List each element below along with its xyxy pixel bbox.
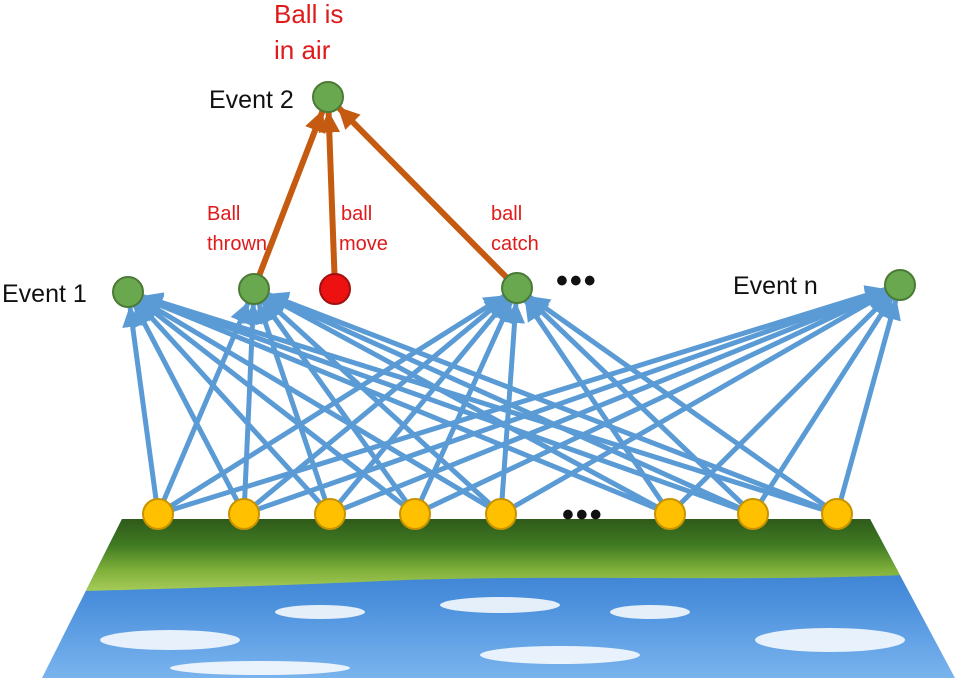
- event-n-node: [884, 269, 916, 301]
- observation-node: [821, 498, 853, 530]
- observation-to-event-arrow: [140, 295, 673, 517]
- event-n-label: Event n: [733, 272, 818, 300]
- subevent-to-event-2-arrow: [336, 105, 520, 291]
- observation-to-event-arrow: [667, 293, 892, 517]
- ball-catch-label-line2: catch: [491, 233, 539, 255]
- ball-thrown-node: [238, 273, 270, 305]
- observation-node: [314, 498, 346, 530]
- events-ellipsis: •••: [556, 262, 598, 300]
- ground-image: [42, 519, 955, 678]
- observation-to-event-arrow: [155, 285, 888, 517]
- observation-to-event-arrow: [136, 301, 333, 517]
- ball-move-label-line2: move: [339, 233, 388, 255]
- observation-to-event-arrow: [155, 301, 251, 517]
- ball-move-label-line1: ball: [341, 203, 372, 225]
- observation-nodes: [142, 498, 853, 530]
- event-nodes: [112, 81, 916, 308]
- observation-to-event-arrow: [498, 290, 889, 517]
- subevent-to-event-2-arrow: [318, 110, 341, 292]
- ball-in-air-label-line2: in air: [274, 35, 331, 65]
- ball-in-air-label-line1: Ball is: [274, 0, 343, 29]
- observation-node: [142, 498, 174, 530]
- observation-to-event-arrow: [266, 291, 840, 517]
- ball-catch-label-line1: ball: [491, 203, 522, 225]
- observation-to-event-arrow: [750, 296, 894, 517]
- observation-to-event-arrow: [122, 305, 161, 517]
- grass-area: [42, 519, 955, 592]
- observation-to-event-arrow: [241, 302, 263, 517]
- ball-thrown-label-line1: Ball: [207, 203, 240, 225]
- subevent-to-event-2-arrow: [251, 108, 326, 292]
- observation-to-event-arrow: [327, 288, 888, 517]
- observation-to-event-arrow: [412, 289, 888, 517]
- ball-catch-node: [501, 272, 533, 304]
- observation-to-event-arrow: [138, 299, 418, 517]
- observation-to-event-arrow: [266, 293, 756, 517]
- observation-to-event-arrow: [140, 292, 840, 517]
- observation-to-event-arrow: [527, 294, 840, 517]
- observation-node: [399, 498, 431, 530]
- observation-to-event-arrow: [241, 295, 508, 517]
- observation-to-event-arrow: [265, 294, 673, 517]
- observation-to-event-arrow: [241, 286, 888, 517]
- observation-to-event-arrow: [140, 293, 756, 517]
- observation-node: [654, 498, 686, 530]
- observation-to-event-arrow: [155, 294, 506, 517]
- event-2-label: Event 2: [209, 86, 294, 114]
- observation-node: [228, 498, 260, 530]
- orange-arrow-layer: [251, 105, 520, 292]
- event-2-node: [312, 81, 344, 113]
- observation-to-event-arrow: [260, 299, 418, 517]
- clouds: [100, 597, 905, 675]
- event-1-node: [112, 276, 144, 308]
- ball-move-node: [319, 273, 351, 305]
- observation-node: [737, 498, 769, 530]
- ball-thrown-label-line2: thrown: [207, 233, 267, 255]
- observation-to-event-arrow: [327, 297, 510, 517]
- observation-to-event-arrow: [139, 297, 504, 517]
- observation-to-event-arrow: [263, 297, 504, 517]
- observation-to-event-arrow: [834, 297, 901, 517]
- observation-node: [485, 498, 517, 530]
- observation-to-event-arrow: [132, 303, 247, 517]
- blue-arrow-layer: [122, 285, 901, 517]
- event-1-label: Event 1: [2, 280, 87, 308]
- observations-ellipsis: •••: [562, 496, 604, 534]
